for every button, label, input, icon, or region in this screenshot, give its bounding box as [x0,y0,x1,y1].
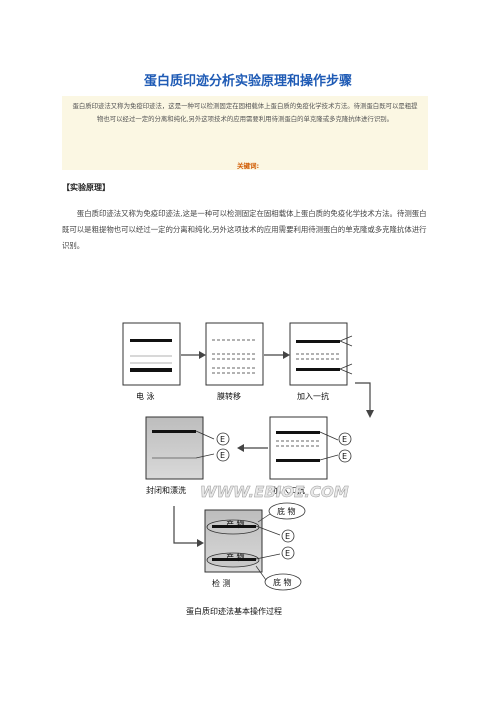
arrow-2 [264,351,290,359]
enzyme-icon: E [342,435,347,444]
panel-transfer: 膜转移 [205,322,264,401]
panel-primary-antibody: 加入一抗 [289,322,353,401]
label-electrophoresis: 电 泳 [136,391,155,401]
arrow-5 [173,506,204,547]
arrow-4 [237,444,268,452]
panel-detect: 产 物 产 物 E E 底 物 底 物 检 测 [204,502,306,591]
panel-block-wash: E E 封闭和漂洗 [145,416,230,495]
panel-electrophoresis: 电 泳 [122,322,181,401]
enzyme-icon: E [285,549,290,558]
label-detect: 检 测 [212,578,231,588]
diagram-caption: 蛋白质印迹法基本操作过程 [186,606,282,616]
section-heading: 【实验原理】 [62,183,110,192]
label-secondary: 加入二抗 [273,485,305,495]
watermark: WWW.EBIOE.COM [200,483,349,501]
enzyme-icon: E [342,452,347,461]
label-substrate: 底 物 [277,506,296,516]
panel-secondary-antibody: E E 加入二抗 [269,416,352,495]
label-product: 产 物 [226,552,245,562]
summary-box: 蛋白质印迹法又称为免疫印迹法，这是一种可以检测固定在固相载体上蛋白质的免疫化学技… [62,96,428,170]
paragraph-text: 蛋白质印迹法又称为免疫印迹法,这是一种可以检测固定在固相载体上蛋白质的免疫化学技… [62,209,427,250]
arrow-3 [355,382,374,418]
label-primary: 加入一抗 [297,391,329,401]
label-block-wash: 封闭和漂洗 [146,485,186,495]
enzyme-icon: E [220,435,225,444]
label-transfer: 膜转移 [217,391,241,401]
label-product: 产 物 [226,519,245,529]
label-substrate: 底 物 [273,577,292,587]
summary-text: 蛋白质印迹法又称为免疫印迹法，这是一种可以检测固定在固相载体上蛋白质的免疫化学技… [72,102,418,123]
body-paragraph: 蛋白质印迹法又称为免疫印迹法,这是一种可以检测固定在固相载体上蛋白质的免疫化学技… [62,206,432,254]
keywords-label[interactable]: 关键词: [236,162,260,170]
arrow-1 [181,351,206,359]
enzyme-icon: E [220,451,225,460]
enzyme-icon: E [285,532,290,541]
page-title: 蛋白质印迹分析实验原理和操作步骤 [143,74,352,89]
